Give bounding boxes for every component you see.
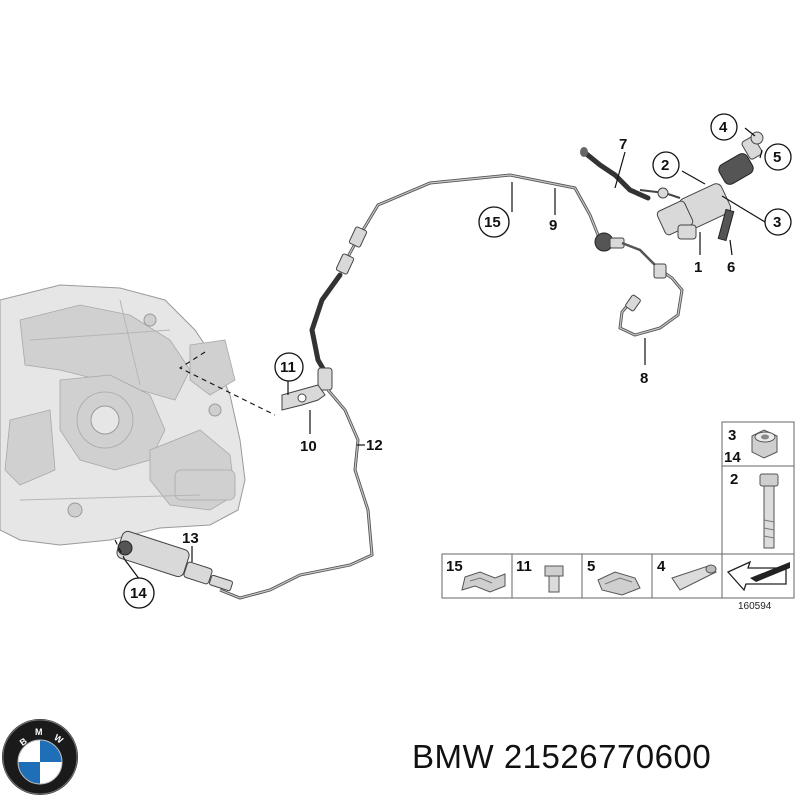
bmw-logo: B M W — [2, 719, 78, 795]
clip-5-icon — [597, 571, 641, 596]
svg-text:B: B — [18, 736, 29, 748]
bolt-icon — [759, 473, 779, 549]
callout-6: 6 — [727, 259, 735, 276]
hardware-cell-arrow — [721, 553, 795, 599]
reservoir-hose-7 — [580, 147, 651, 201]
clip-15-icon — [461, 571, 506, 593]
diagram-arrow-icon — [726, 560, 790, 592]
hardware-label-4: 4 — [657, 558, 666, 575]
callout-1: 1 — [694, 259, 702, 276]
leader-lines — [114, 127, 766, 581]
callout-14: 14 — [130, 585, 147, 602]
master-cylinder-1 — [639, 131, 764, 240]
slave-cylinder-13 — [116, 530, 233, 592]
callout-2: 2 — [661, 157, 669, 174]
callout-12: 12 — [366, 437, 383, 454]
callout-15: 15 — [484, 214, 501, 231]
callout-9: 9 — [549, 217, 557, 234]
damper-valve — [594, 232, 661, 271]
diagram-id: 160594 — [738, 601, 772, 612]
callout-15-circle — [478, 206, 510, 238]
callouts: 7 2 4 5 3 1 6 8 9 15 12 11 10 13 14 — [123, 113, 792, 609]
callout-2-circle — [652, 151, 680, 179]
callout-11: 11 — [280, 359, 296, 376]
callout-14-circle — [123, 577, 155, 609]
hardware-label-15: 15 — [446, 558, 463, 575]
callout-5: 5 — [773, 149, 781, 166]
flexible-hose — [309, 272, 343, 391]
callout-7: 7 — [619, 136, 627, 153]
pressure-line-12 — [219, 389, 374, 600]
callout-3: 3 — [773, 214, 781, 231]
svg-text:M: M — [35, 727, 43, 737]
callout-11-circle — [274, 352, 304, 382]
part-number-caption: BMW 21526770600 — [412, 738, 711, 776]
hardware-label-14: 14 — [724, 449, 741, 466]
gearbox-housing — [0, 284, 246, 546]
callout-13: 13 — [182, 530, 199, 547]
footer-brand: BMW — [412, 738, 495, 775]
callout-8: 8 — [640, 370, 648, 387]
bracket-10 — [281, 384, 326, 411]
hardware-label-11: 11 — [516, 558, 532, 575]
callout-10: 10 — [300, 438, 317, 455]
part-6 — [717, 208, 735, 242]
screw-11-icon — [544, 565, 564, 593]
nut-icon — [751, 429, 778, 459]
hardware-label-2: 2 — [730, 471, 738, 488]
pipe-8 — [618, 263, 684, 337]
pin-4-icon — [671, 564, 717, 591]
hardware-label-5: 5 — [587, 558, 595, 575]
callout-3-circle — [764, 208, 792, 236]
callout-4: 4 — [719, 119, 728, 136]
callout-5-circle — [764, 143, 792, 171]
pressure-line-9 — [335, 173, 602, 275]
footer-part-number: 21526770600 — [503, 738, 712, 775]
hardware-label-3: 3 — [728, 427, 736, 444]
hardware-table: 3 14 2 15 11 5 4 — [441, 421, 795, 612]
callout-4-circle — [710, 113, 738, 141]
